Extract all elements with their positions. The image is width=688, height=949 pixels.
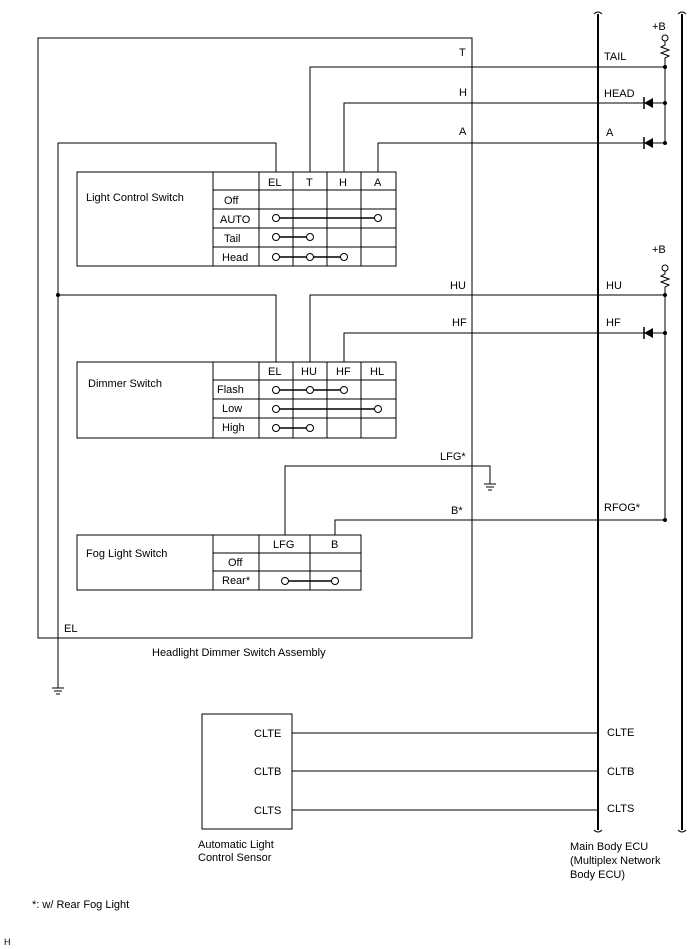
terminal-el: EL [64,623,77,635]
lcs-title: Light Control Switch [86,192,184,204]
ecu-label-line-1: Main Body ECU [570,841,648,853]
light-control-switch: Light Control Switch EL T H A Off AUTO T… [76,171,397,267]
lcs-col-a: A [374,177,382,189]
sensor-pin-clts: CLTS [254,805,281,817]
ecu-label-line-2: (Multiplex Network [570,855,661,867]
lcs-col-t: T [306,177,313,189]
ecu-diode-a [643,137,665,149]
terminal-b: B* [451,505,463,517]
main-body-ecu: Main Body ECU (Multiplex Network Body EC… [570,11,687,881]
wire-el-lcs [57,142,277,688]
ecu-pin-hu: HU [606,280,622,292]
sensor-label-line-2: Control Sensor [198,852,272,864]
wire-hf [343,332,644,362]
lcs-row-auto: AUTO [220,214,251,226]
plus-b-supply-2: +B [652,244,671,520]
ecu-pin-head: HEAD [604,88,635,100]
wire-head [343,102,644,172]
plus-b-supply-1: +B [652,21,671,143]
fog-col-b: B [331,539,338,551]
terminal-hu: HU [450,280,466,292]
terminal-h: H [459,87,467,99]
sensor-label-line-1: Automatic Light [198,839,274,851]
terminal-t: T [459,47,466,59]
corner-mark: H [4,937,11,947]
terminal-hf: HF [452,317,467,329]
wire-tail [309,66,665,172]
dimmer-col-hf: HF [336,366,351,378]
ecu-label-line-3: Body ECU) [570,869,625,881]
ecu-pin-clte: CLTE [607,727,634,739]
fog-title: Fog Light Switch [86,548,167,560]
dimmer-switch: Dimmer Switch EL HU HF HL Flash Low High [76,361,397,439]
footnote: *: w/ Rear Fog Light [32,899,129,911]
fog-col-lfg: LFG [273,539,294,551]
dimmer-col-hu: HU [301,366,317,378]
ecu-diode-hf [643,327,665,339]
wire-rfog [334,519,665,535]
headlight-dimmer-switch-assembly [37,37,473,639]
sensor-pin-cltb: CLTB [254,766,281,778]
terminal-a: A [459,126,467,138]
ecu-pin-tail: TAIL [604,51,626,63]
dimmer-row-low: Low [222,403,242,415]
wires [56,66,665,811]
automatic-light-control-sensor: CLTE CLTB CLTS Automatic Light Control S… [198,713,293,864]
wire-hu [309,294,665,362]
assembly-label: Headlight Dimmer Switch Assembly [152,647,326,659]
lcs-row-head: Head [222,252,248,264]
lcs-row-off: Off [224,195,239,207]
wire-el-dimmer [58,294,277,362]
ecu-pin-cltb: CLTB [607,766,634,778]
ecu-diode-head [643,97,665,109]
plus-b-label-1: +B [652,21,666,33]
lcs-col-el: EL [268,177,281,189]
wire-a [377,142,644,172]
dimmer-row-flash: Flash [217,384,244,396]
plus-b-label-2: +B [652,244,666,256]
ecu-pin-clts: CLTS [607,803,634,815]
ecu-pin-rfog: RFOG* [604,502,641,514]
sensor-pin-clte: CLTE [254,728,281,740]
fog-light-switch: Fog Light Switch LFG B Off Rear* [76,534,362,591]
lcs-col-h: H [339,177,347,189]
lcs-row-tail: Tail [224,233,241,245]
ecu-pin-a: A [606,127,614,139]
fog-row-off: Off [228,557,243,569]
dimmer-col-el: EL [268,366,281,378]
ground-symbol-el [52,687,64,695]
dimmer-row-high: High [222,422,245,434]
terminal-lfg: LFG* [440,451,466,463]
ecu-pin-hf: HF [606,317,621,329]
fog-row-rear: Rear* [222,575,251,587]
wire-lfg [284,465,491,535]
ground-symbol-lfg [484,483,496,491]
dimmer-col-hl: HL [370,366,384,378]
dimmer-title: Dimmer Switch [88,378,162,390]
